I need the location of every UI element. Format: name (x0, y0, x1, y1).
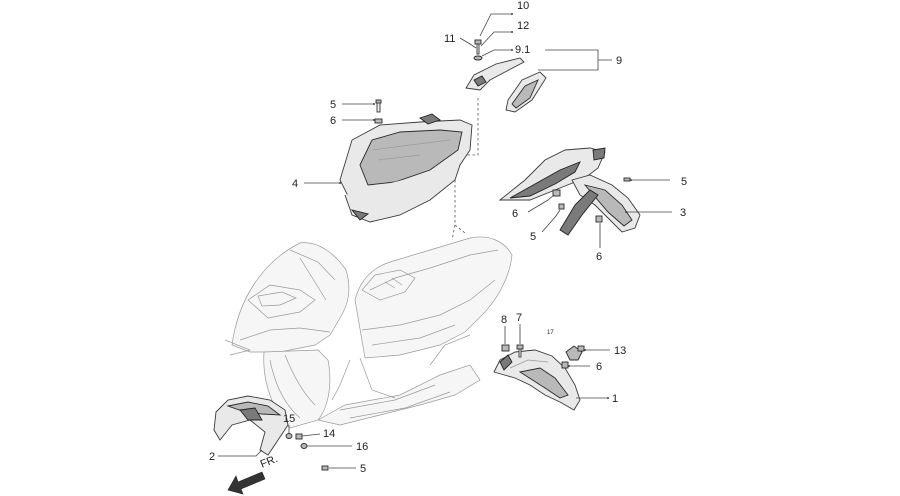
callout-1: 1 (612, 393, 618, 405)
part-9-grab-handle (465, 57, 547, 113)
callout-8: 8 (501, 314, 507, 326)
callout-15: 15 (283, 413, 295, 425)
part-14-nut (295, 433, 303, 440)
part-10-bolt (474, 39, 482, 55)
callout-9-1: 9.1 (515, 44, 530, 56)
part-5-screw (375, 99, 382, 113)
callout-10: 10 (517, 0, 529, 12)
front-direction-arrow: FR. (227, 453, 280, 495)
part-8-nut (501, 344, 510, 352)
callout-6-mudguard: 6 (596, 361, 602, 373)
part-5-screw-rear (558, 177, 631, 210)
callout-6-right: 6 (512, 208, 518, 220)
part-16-washer (300, 443, 308, 449)
callout-4: 4 (292, 178, 298, 190)
callout-5-right: 5 (681, 176, 687, 188)
part-5-screw-front (321, 465, 329, 471)
callout-3: 3 (680, 207, 686, 219)
part-12-washer (473, 55, 483, 61)
callout-14: 14 (323, 428, 335, 440)
leader-dots (339, 13, 632, 399)
callout-16: 16 (356, 441, 368, 453)
callout-7: 7 (516, 312, 522, 324)
callout-13: 13 (614, 345, 626, 357)
part-1-rear-mudguard (493, 349, 581, 411)
callout-5-bottom: 5 (360, 463, 366, 475)
front-direction-label: FR. (259, 453, 280, 471)
callout-11: 11 (444, 33, 455, 45)
part-7-bolt (516, 344, 524, 358)
part-4-helmet-compartment (339, 113, 473, 223)
callout-9: 9 (616, 55, 622, 67)
part-3-rear-fairing (498, 147, 641, 236)
leader-lines (218, 13, 672, 469)
part-6-clip-rear (552, 189, 603, 223)
callout-6-right-low: 6 (596, 251, 602, 263)
part-6-clip-mudguard (561, 361, 569, 369)
part-6-clip (374, 118, 383, 124)
callout-5-top: 5 (330, 99, 336, 111)
callout-6-top: 6 (330, 115, 336, 127)
callout-labels: 10 12 11 9.1 9 5 6 4 5 6 3 5 6 8 7 17 13… (209, 0, 687, 475)
part-2-front-mudguard (213, 395, 289, 456)
part-13-screw (577, 345, 585, 352)
callout-12: 12 (517, 20, 529, 32)
callout-17: 17 (547, 330, 554, 336)
part-15-washer (285, 433, 293, 439)
callout-2: 2 (209, 451, 215, 463)
callout-5-right-low: 5 (530, 231, 536, 243)
